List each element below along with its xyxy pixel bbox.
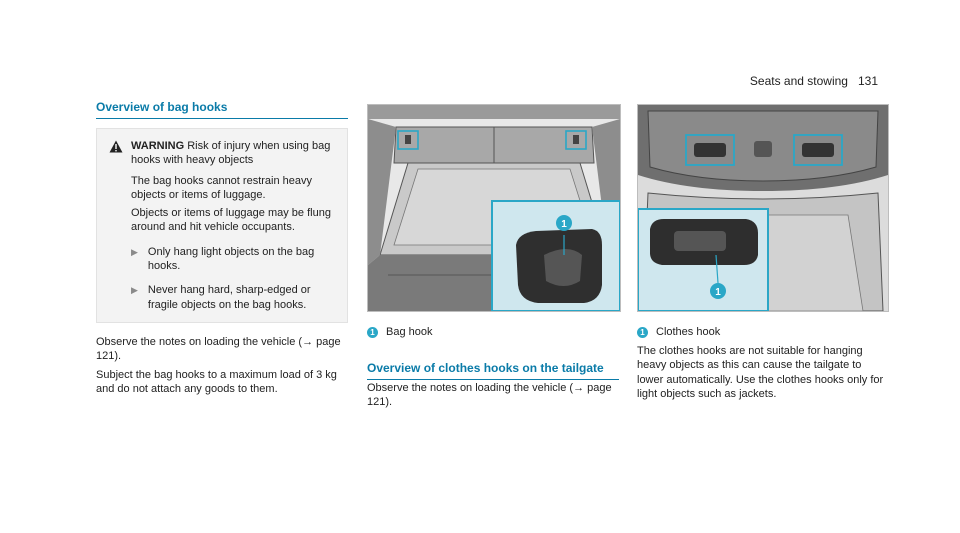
callout-label: Clothes hook [656, 326, 721, 338]
bullet-text: Never hang hard, sharp-edged or fragile … [147, 284, 311, 311]
bag-hooks-notes: Observe the notes on loading the vehicle… [96, 335, 348, 396]
warning-para-1: The bag hooks cannot restrain heavy obje… [131, 174, 313, 201]
callout-label: Bag hook [386, 326, 433, 338]
callout-bag-hook: 1 Bag hook [367, 326, 432, 338]
warning-heading: WARNING Risk of injury when using bag ho… [109, 139, 337, 168]
bullet-text: Only hang light objects on the bag hooks… [147, 245, 315, 273]
bag-hooks-section: Overview of bag hooks WARNING Risk of in… [96, 100, 348, 400]
section-name: Seats and stowing [749, 74, 848, 88]
clothes-hooks-loading-note: Observe the notes on loading the vehicle… [367, 382, 612, 409]
warning-body: The bag hooks cannot restrain heavy obje… [131, 174, 337, 312]
trunk-interior-graphic: 1 [368, 105, 620, 311]
page-number: 131 [857, 74, 878, 88]
bullet-arrow-icon: ▶ [131, 285, 138, 296]
svg-text:1: 1 [561, 219, 567, 230]
warning-bullet: ▶ Only hang light objects on the bag hoo… [131, 245, 337, 274]
section-title-bag-hooks: Overview of bag hooks [96, 100, 348, 119]
tailgate-interior-graphic: 1 [638, 105, 888, 311]
warning-para-2: Objects or items of luggage may be flung… [131, 207, 331, 234]
callout-clothes-hook: 1 Clothes hook [637, 326, 720, 338]
bullet-arrow-icon: ▶ [131, 246, 138, 257]
loading-note: Observe the notes on loading the vehicle… [96, 335, 341, 363]
section-title-clothes-hooks: Overview of clothes hooks on the tailgat… [367, 361, 619, 380]
warning-label: WARNING [131, 140, 185, 152]
svg-text:1: 1 [715, 287, 721, 298]
clothes-hooks-illustration: 1 [637, 104, 889, 312]
warning-summary: Risk of injury when using bag hooks with… [131, 140, 331, 167]
callout-number: 1 [367, 326, 378, 338]
warning-heading-text: WARNING Risk of injury when using bag ho… [131, 139, 337, 168]
bag-hooks-illustration: 1 [367, 104, 621, 312]
warning-box: WARNING Risk of injury when using bag ho… [96, 128, 348, 323]
clothes-hooks-description: The clothes hooks are not suitable for h… [637, 345, 884, 400]
clothes-hooks-section: Overview of clothes hooks on the tailgat… [367, 361, 619, 380]
callout-number: 1 [637, 326, 648, 338]
max-load-note: Subject the bag hooks to a maximum load … [96, 368, 337, 395]
running-header: Seats and stowing 131 [750, 74, 878, 88]
warning-bullet: ▶ Never hang hard, sharp-edged or fragil… [131, 283, 337, 312]
warning-triangle-icon [109, 140, 123, 153]
